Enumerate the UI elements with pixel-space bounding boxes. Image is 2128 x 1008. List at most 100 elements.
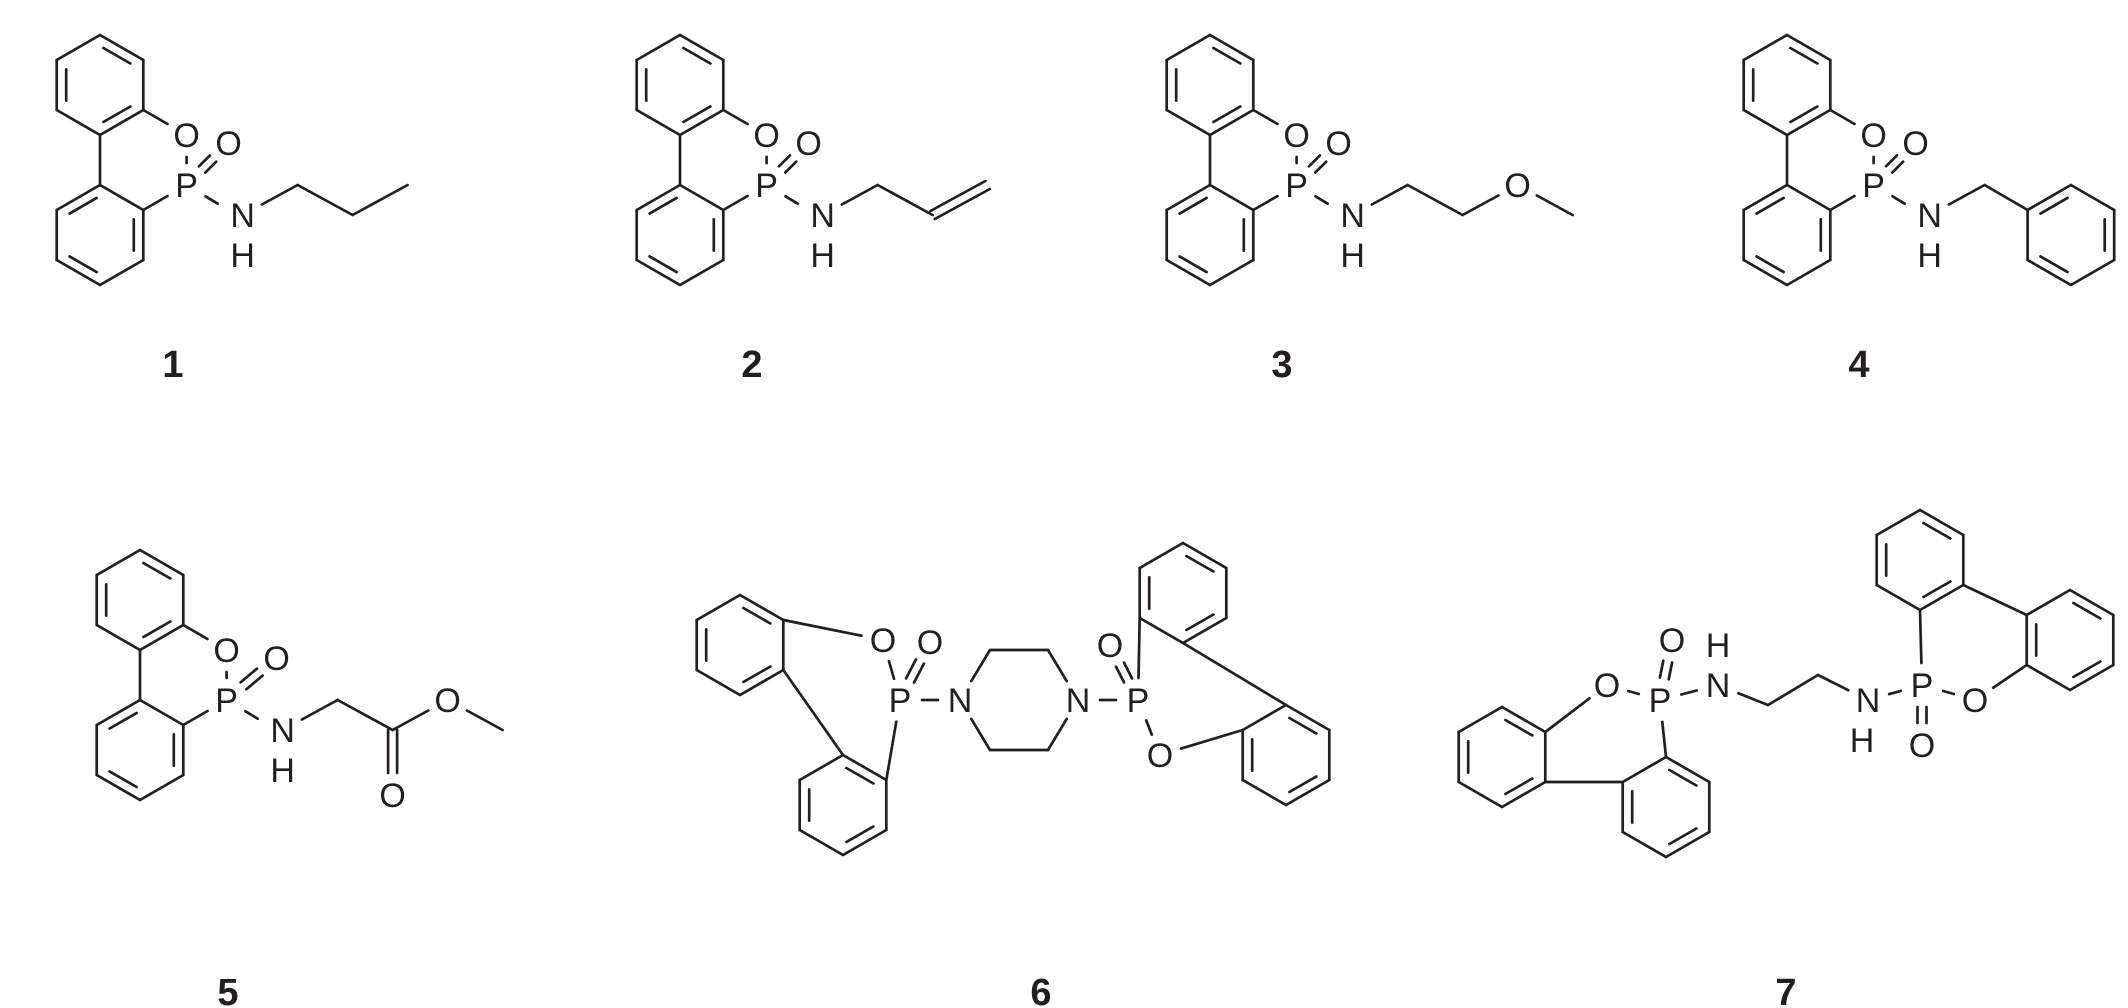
ring-bond [1138,616,1185,645]
m5-ring-oxygen: O [213,632,239,670]
alkene-double-bond [929,179,987,213]
aromatic-inner-bond [1755,196,1785,215]
aromatic-inner-bond [2072,601,2102,620]
ring-bond [1785,258,1832,287]
bond [1137,616,1142,680]
ring-bond [635,183,682,212]
aromatic-inner-bond [108,711,138,730]
m4-amine-hydrogen: H [1917,237,1942,275]
ring-bond [1208,33,1255,62]
ring-bond [635,33,682,62]
ring-bond [138,548,185,577]
ring-bond [98,108,145,137]
m5-c-o-bond [181,623,209,641]
ring-bond [1875,508,1922,537]
m6-piperazine-nitrogen-1: N [948,682,973,720]
m7-amine-hydrogen-2: H [1850,722,1875,760]
ring-bond [1500,780,1547,809]
ring-bond [55,33,102,62]
aromatic-inner-bond [68,255,98,274]
m1-p-n-bond [204,194,220,206]
ring-bond [2068,663,2115,692]
m2-phosphorus: P [755,167,778,205]
bond [1737,691,1770,707]
aromatic-inner-bond [1178,255,1208,274]
aromatic-inner-bond [2072,660,2102,679]
aromatic-inner-bond [648,196,678,215]
m2-p-o-double-bond [777,154,792,168]
bond [336,698,394,732]
ring-bond [1500,705,1547,734]
m3-ring-oxygen: O [1283,117,1309,155]
ring-bond [1165,258,1212,287]
bond [351,183,409,217]
ring-bond [678,183,725,212]
ring-bond [1742,33,1789,62]
ring-bond [1208,108,1255,137]
m5-c-p-bond [181,709,209,727]
m1-p-o-double-bond [197,154,212,168]
m4-p-n-bond [1891,194,1907,206]
bond [260,183,299,206]
ring-bond [1241,778,1288,807]
ring-bond [138,698,185,727]
compound-label-4: 4 [1848,344,1869,386]
ring-bond [55,108,102,137]
ring-bond [1208,183,1255,212]
ring-bond [1742,258,1789,287]
aromatic-inner-bond [1212,105,1242,124]
m1-phosphorus: P [175,167,198,205]
bond [1046,717,1069,752]
m2-ring-oxygen: O [753,117,779,155]
bond [887,659,896,681]
ring-bond [98,33,145,62]
m7-left-p-o-double-bond [1658,659,1665,679]
m5-phosphoryl-oxygen: O [263,640,289,678]
bond [969,648,992,683]
aromatic-inner-bond [742,665,772,684]
bond [1626,689,1641,696]
ring-bond [2025,663,2072,692]
m3-p-n-bond [1314,194,1330,206]
m2-p-n-bond [784,194,800,206]
m7-right-ring-oxygen: O [1962,682,1988,720]
ring-bond [1241,703,1288,732]
m3-p-o-double-bond [1313,160,1328,174]
m5-p-o-double-bond [244,674,264,691]
m2-c-p-bond [721,194,749,212]
m6-left-phosphoryl-oxygen: O [917,624,943,662]
aromatic-inner-bond [1178,196,1208,215]
ring-bond [1742,108,1789,137]
bond [1461,194,1500,217]
aromatic-inner-bond [68,196,98,215]
m7-left-ring-oxygen: O [1594,667,1620,705]
m4-phosphoryl-oxygen: O [1902,125,1928,163]
m1-ring-oxygen: O [173,117,199,155]
m5-p-n-bond [244,709,260,721]
ring-bond [1785,33,1832,62]
m7-left-phosphorus: P [1649,682,1672,720]
bond [1766,673,1820,707]
bond [1918,608,1923,665]
ring-bond [1664,830,1711,859]
bond [1406,183,1464,217]
ring-bond [95,773,142,802]
m6-left-ring-oxygen: O [870,622,896,660]
ring-bond [1918,583,1965,612]
aromatic-inner-bond [1288,775,1318,794]
ring-bond [1785,183,1832,212]
bond [884,720,898,782]
m2-p-o-double-bond [783,160,798,174]
ring-bond [2025,588,2072,617]
ring-bond [695,668,742,697]
aromatic-inner-bond [1668,827,1698,846]
ring-bond [1165,183,1212,212]
ring-bond [1208,258,1255,287]
compound-label-5: 5 [217,972,238,1008]
